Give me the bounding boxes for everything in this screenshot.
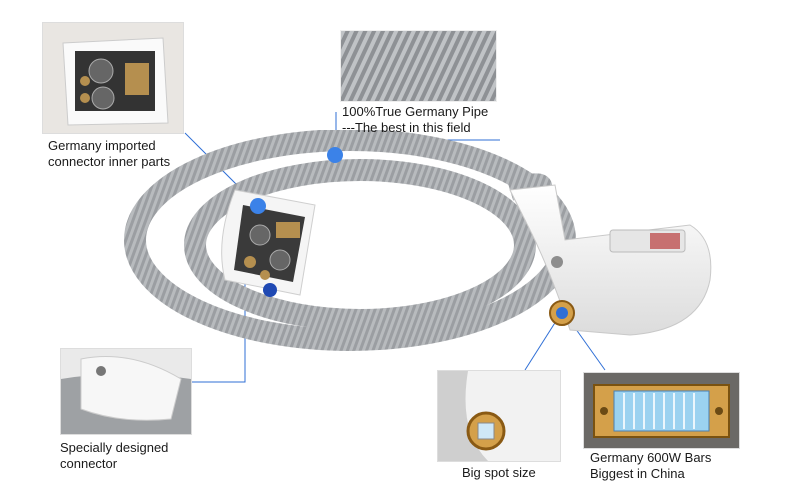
inset-pipe bbox=[340, 30, 497, 102]
label-spot-size-line1: Big spot size bbox=[462, 465, 536, 480]
label-pipe: 100%True Germany Pipe ---The best in thi… bbox=[342, 104, 488, 136]
connector-callout-dot bbox=[250, 198, 266, 214]
label-special-connector-line1: Specially designed bbox=[60, 440, 169, 455]
connector-head bbox=[221, 189, 316, 297]
callout-line-spot-size bbox=[524, 317, 559, 371]
handpiece-button bbox=[551, 256, 563, 268]
pipe-callout-dot bbox=[327, 147, 343, 163]
product-illustration bbox=[124, 130, 712, 351]
inset-connector-inner bbox=[42, 22, 184, 134]
label-connector-inner-line2: connector inner parts bbox=[48, 154, 171, 169]
label-connector-inner-line1: Germany imported bbox=[48, 138, 156, 153]
spot-dot bbox=[556, 307, 568, 319]
hose-inner-coil bbox=[184, 159, 536, 331]
inset-special-connector bbox=[60, 348, 192, 435]
inset-bars bbox=[583, 372, 740, 449]
label-pipe-line2: ---The best in this field bbox=[342, 120, 471, 135]
label-bars-line1: Germany 600W Bars bbox=[590, 450, 712, 465]
label-special-connector: Specially designed connector bbox=[60, 440, 168, 472]
label-bars-line2: Biggest in China bbox=[590, 466, 685, 481]
inset-spot-size bbox=[437, 370, 561, 462]
label-bars: Germany 600W Bars Biggest in China bbox=[590, 450, 711, 482]
handpiece bbox=[509, 184, 712, 336]
label-connector-inner: Germany imported connector inner parts bbox=[48, 138, 170, 170]
label-special-connector-line2: connector bbox=[60, 456, 118, 471]
connector-dot bbox=[263, 283, 277, 297]
label-pipe-line1: 100%True Germany Pipe bbox=[342, 104, 489, 119]
label-spot-size: Big spot size bbox=[462, 465, 536, 481]
